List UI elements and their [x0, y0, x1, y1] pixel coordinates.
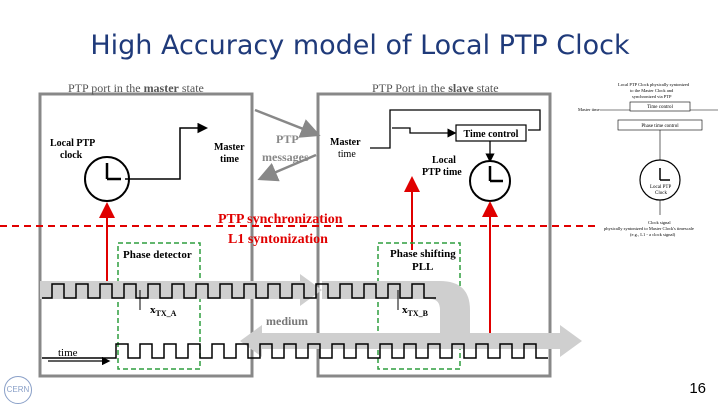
inset-local-ptp-clock-2: Clock	[655, 191, 667, 196]
lower-clock-waveform	[42, 343, 548, 359]
phase-shifting-label-2: PLL	[412, 261, 433, 273]
master-port-box	[38, 92, 254, 378]
medium-band-bottom	[240, 325, 582, 357]
cern-logo: CERN	[4, 376, 32, 404]
upper-clock-waveform	[42, 283, 436, 299]
medium-band-top	[40, 274, 322, 306]
ptp-messages-label: PTP	[276, 132, 299, 146]
inset-time-control-box	[629, 101, 691, 112]
inset-top-note: Local PTP Clock physically syntonized	[618, 82, 690, 87]
inset-bottom-note-3: (e.g., L1 - a clock signal)	[630, 232, 676, 238]
inset-top-note-2: to the Master Clock and	[630, 88, 674, 93]
l1-syntonization-label: L1 syntonization	[228, 232, 328, 247]
inset-top-note-3: synchronized via PTP	[632, 94, 672, 99]
local-ptp-time-label-2: PTP time	[422, 167, 462, 178]
xtx-a-label: xTX_A	[150, 304, 177, 318]
master-port-header: PTP port in the master state	[68, 81, 204, 95]
page-number: 16	[689, 380, 706, 397]
local-ptp-clock-label-2: clock	[60, 150, 83, 161]
inset-bottom-note-2: physically syntonized to Master Clock's …	[604, 226, 694, 231]
ptp-message-arrow-right	[254, 108, 321, 138]
ptp-sync-label: PTP synchronization	[218, 212, 343, 227]
time-label: time	[58, 347, 78, 359]
inset-master-time: Master time	[578, 107, 600, 112]
inset-time-control: Time control	[647, 105, 673, 110]
ptp-messages-label-2: messages	[262, 150, 309, 164]
medium-label: medium	[266, 314, 308, 328]
slave-master-time-label: Master	[330, 137, 361, 148]
inset-diagram: Local PTP Clock physically syntonized to…	[578, 82, 718, 238]
slide-title: High Accuracy model of Local PTP Clock	[90, 30, 630, 61]
control-input-connector	[392, 127, 457, 138]
ptp-message-arrow-left	[257, 153, 317, 182]
inset-local-ptp-clock: Local PTP	[650, 185, 671, 190]
time-control-label: Time control	[464, 129, 519, 140]
master-time-label-2: time	[220, 154, 239, 165]
inset-bottom-note: Clock signal	[648, 220, 671, 225]
inset-phase-control: Phase time control	[641, 124, 679, 129]
slave-port-header: PTP Port in the slave state	[372, 81, 499, 95]
phase-shifting-label: Phase shifting	[390, 248, 456, 260]
slave-port-box	[316, 92, 552, 378]
master-time-label: Master	[214, 142, 245, 153]
master-time-to-control	[370, 109, 541, 149]
xtx-b-label: xTX_B	[402, 304, 429, 318]
local-ptp-clock-label: Local PTP	[50, 138, 95, 149]
slave-master-time-label-2: time	[338, 149, 356, 160]
phase-detector-label: Phase detector	[123, 249, 192, 261]
master-time-connector	[125, 122, 208, 180]
medium-band-loop	[322, 281, 470, 333]
local-ptp-time-label: Local	[432, 155, 456, 166]
phase-detector-box	[117, 242, 201, 370]
